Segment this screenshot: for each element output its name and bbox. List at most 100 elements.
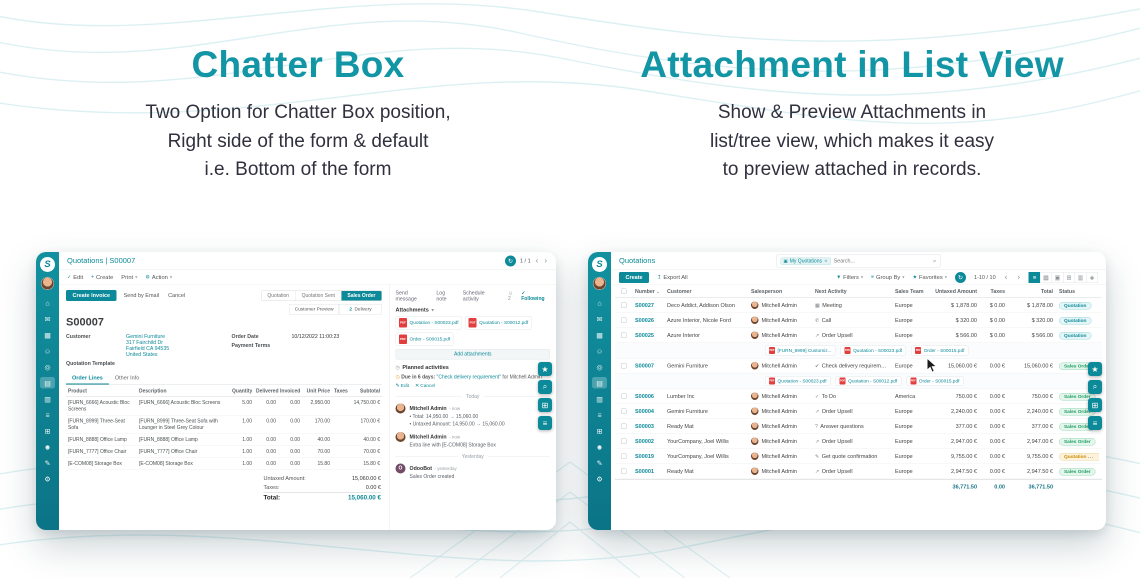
order-col-unit-price[interactable]: Unit Price (302, 386, 332, 397)
home-icon[interactable]: ⌂ (45, 298, 50, 307)
apps-icon[interactable]: ⊞ (538, 398, 552, 412)
list-title[interactable]: Quotations (619, 256, 656, 266)
print-menu[interactable]: Print▾ (121, 274, 138, 281)
cell-next-activity[interactable]: ↗Order Upsell (815, 438, 853, 445)
cell-next-activity[interactable]: ↗Order Upsell (815, 332, 853, 339)
settings-icon[interactable]: ⚙ (596, 474, 603, 483)
customer-value[interactable]: Gemini Furniture (126, 333, 166, 340)
row-checkbox[interactable] (621, 363, 627, 369)
smart-button-customer-preview[interactable]: Customer Preview (289, 304, 339, 315)
col-number[interactable]: Number (632, 287, 664, 295)
user-avatar[interactable] (593, 277, 606, 290)
create-button[interactable]: Create (619, 271, 650, 283)
map-view-icon[interactable]: ◈ (1086, 271, 1098, 283)
cell-next-activity[interactable]: ✔Check delivery requirements (815, 362, 892, 369)
crm-icon[interactable]: ◎ (596, 362, 603, 371)
calendar-view-icon[interactable]: ▣ (1051, 271, 1064, 283)
order-col-product[interactable]: Product (66, 386, 137, 397)
group-by-menu[interactable]: ≡Group By▾ (871, 274, 905, 281)
search-tool-icon[interactable]: ⌕ (1088, 380, 1102, 394)
col-taxes[interactable]: Taxes (990, 288, 1006, 295)
purchase-icon[interactable]: ⊞ (44, 426, 51, 435)
pivot-view-icon[interactable]: ⊞ (1063, 271, 1075, 283)
discuss-icon[interactable]: ✉ (596, 314, 603, 323)
order-col-delivered[interactable]: Delivered (254, 386, 279, 397)
list-view-icon[interactable]: ≡ (1028, 271, 1041, 283)
row-checkbox[interactable] (621, 393, 627, 399)
activity-edit-button[interactable]: ✎ Edit (395, 382, 409, 389)
chevron-down-icon[interactable]: ▾ (431, 307, 434, 313)
schedule-activity-button[interactable]: Schedule activity (462, 290, 485, 302)
documents-icon[interactable]: ✎ (44, 458, 51, 467)
order-col-invoiced[interactable]: Invoiced (278, 386, 302, 397)
quotation-template-value[interactable] (126, 361, 217, 367)
app-logo[interactable]: S (40, 257, 55, 272)
followers-icon[interactable]: ☺ 2 (507, 290, 514, 302)
row-checkbox[interactable] (621, 468, 627, 474)
app-logo[interactable]: S (592, 257, 607, 272)
row-checkbox[interactable] (621, 453, 627, 459)
apps-icon[interactable]: ⊞ (1088, 398, 1102, 412)
row-checkbox[interactable] (621, 438, 627, 444)
graph-view-icon[interactable]: ▥ (1074, 271, 1087, 283)
pager-prev-icon[interactable]: ‹ (1004, 272, 1008, 282)
tab-other-info[interactable]: Other Info (114, 375, 140, 381)
cell-next-activity[interactable]: ✆Call (815, 317, 832, 324)
employees-icon[interactable]: ☻ (43, 442, 52, 451)
invoicing-icon[interactable]: ≡ (45, 410, 50, 419)
export-all-button[interactable]: ↥Export All (657, 274, 688, 281)
col-salesperson[interactable]: Salesperson (751, 288, 783, 295)
payment-terms-value[interactable] (292, 343, 383, 349)
cell-next-activity[interactable]: ✓To Do (815, 393, 837, 400)
cell-next-activity[interactable]: ✎Get quote confirmation (815, 453, 878, 460)
cell-next-activity[interactable]: ↗Order Upsell (815, 468, 853, 475)
col-status[interactable]: Status (1059, 288, 1076, 295)
activity-item[interactable]: ◷ Due in 6 days: "Check delivery require… (396, 374, 551, 390)
statusbar-quotation-sent[interactable]: Quotation Sent (295, 290, 341, 301)
row-checkbox[interactable] (621, 408, 627, 414)
remove-facet-icon[interactable]: ✕ (824, 258, 828, 264)
menu-icon[interactable]: ≡ (1088, 416, 1102, 430)
pager-next-icon[interactable]: › (544, 256, 547, 265)
inventory-icon[interactable]: ▥ (44, 394, 51, 403)
user-avatar[interactable] (41, 277, 54, 290)
create-button[interactable]: +Create (91, 274, 114, 281)
search-facet[interactable]: ▣ My Quotations ✕ (780, 257, 831, 265)
home-icon[interactable]: ⌂ (597, 298, 602, 307)
col-customer[interactable]: Customer (667, 288, 692, 295)
sales-icon[interactable]: ▤ (40, 377, 55, 389)
documents-icon[interactable]: ✎ (596, 458, 603, 467)
settings-icon[interactable]: ⚙ (44, 474, 51, 483)
attachment-pill[interactable]: PDF[FURN_8999] Customiz... (765, 345, 836, 356)
search-tool-icon[interactable]: ⌕ (538, 380, 552, 394)
row-checkbox[interactable] (621, 423, 627, 429)
discuss-icon[interactable]: ✉ (44, 314, 51, 323)
create-invoice-button[interactable]: Create Invoice (66, 290, 117, 301)
row-checkbox[interactable] (621, 302, 627, 308)
statusbar-sales-order[interactable]: Sales Order (340, 290, 382, 301)
invoicing-icon[interactable]: ≡ (597, 410, 602, 419)
purchase-icon[interactable]: ⊞ (596, 426, 603, 435)
log-note-button[interactable]: Log note (436, 290, 447, 302)
following-button[interactable]: ✓ Following (521, 290, 545, 302)
add-attachments-button[interactable]: Add attachments (395, 349, 550, 360)
sales-icon[interactable]: ▤ (592, 377, 607, 389)
row-checkbox[interactable] (621, 332, 627, 338)
kanban-view-icon[interactable]: ▦ (1040, 271, 1052, 283)
select-all-checkbox[interactable] (621, 288, 627, 294)
cell-next-activity[interactable]: ?Answer questions (815, 423, 864, 430)
search-input[interactable] (833, 258, 930, 264)
cell-next-activity[interactable]: ↗Order Upsell (815, 408, 853, 415)
